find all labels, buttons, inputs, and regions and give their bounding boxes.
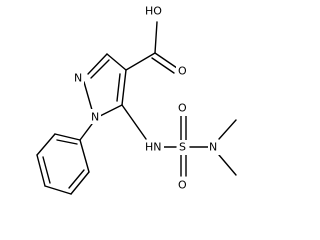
sulfur-label: S [179, 141, 186, 154]
sulfonyl-oxygen-bottom-label: O [178, 179, 187, 192]
bond-c4-c5-outer [121, 69, 127, 106]
bond-n2-c3-inner [90, 59, 110, 79]
amino-nh-label: HN [145, 141, 162, 154]
bond-c4-ccooh [125, 52, 156, 71]
bond-c3-c4 [106, 53, 127, 71]
carbonyl-oxygen-label: O [178, 65, 187, 78]
hydroxyl-label: HO [145, 5, 162, 18]
phenyl-bond-3 [36, 154, 46, 187]
sulfonyl-oxygen-top-label: O [178, 102, 187, 115]
bond-n1-phenyl [79, 123, 93, 141]
bond-n1-n2 [83, 81, 93, 111]
pyrazole-n1-label: N [91, 111, 99, 124]
bond-ccooh-oh [154, 21, 158, 54]
bond-n2-c3-outer [87, 53, 108, 75]
bond-c5-n1 [99, 104, 123, 117]
bond-c4-c5-inner [116, 73, 121, 102]
dimethylamino-n-label: N [209, 141, 217, 154]
phenyl-bond-3-inner [42, 156, 51, 184]
bond-ccooh-o-inner [151, 57, 175, 74]
bond-c5-nh [121, 104, 147, 140]
bond-ndimethyl-methyl-up [218, 119, 237, 140]
phenyl-bond-4 [44, 185, 72, 195]
bond-ndimethyl-methyl-down [218, 154, 237, 176]
phenyl-bond-2 [36, 133, 56, 156]
phenyl-bond-1 [54, 133, 81, 141]
pyrazole-n2-label: N [74, 72, 82, 85]
phenyl-bond-6 [79, 139, 90, 173]
phenyl-bond-1-inner [56, 139, 78, 145]
phenyl-bond-5 [70, 171, 90, 195]
chemical-structure-diagram: HO O N N HN S O O N [36, 4, 237, 195]
phenyl-bond-5-inner [68, 169, 85, 189]
bond-ccooh-o-outer [154, 52, 178, 69]
